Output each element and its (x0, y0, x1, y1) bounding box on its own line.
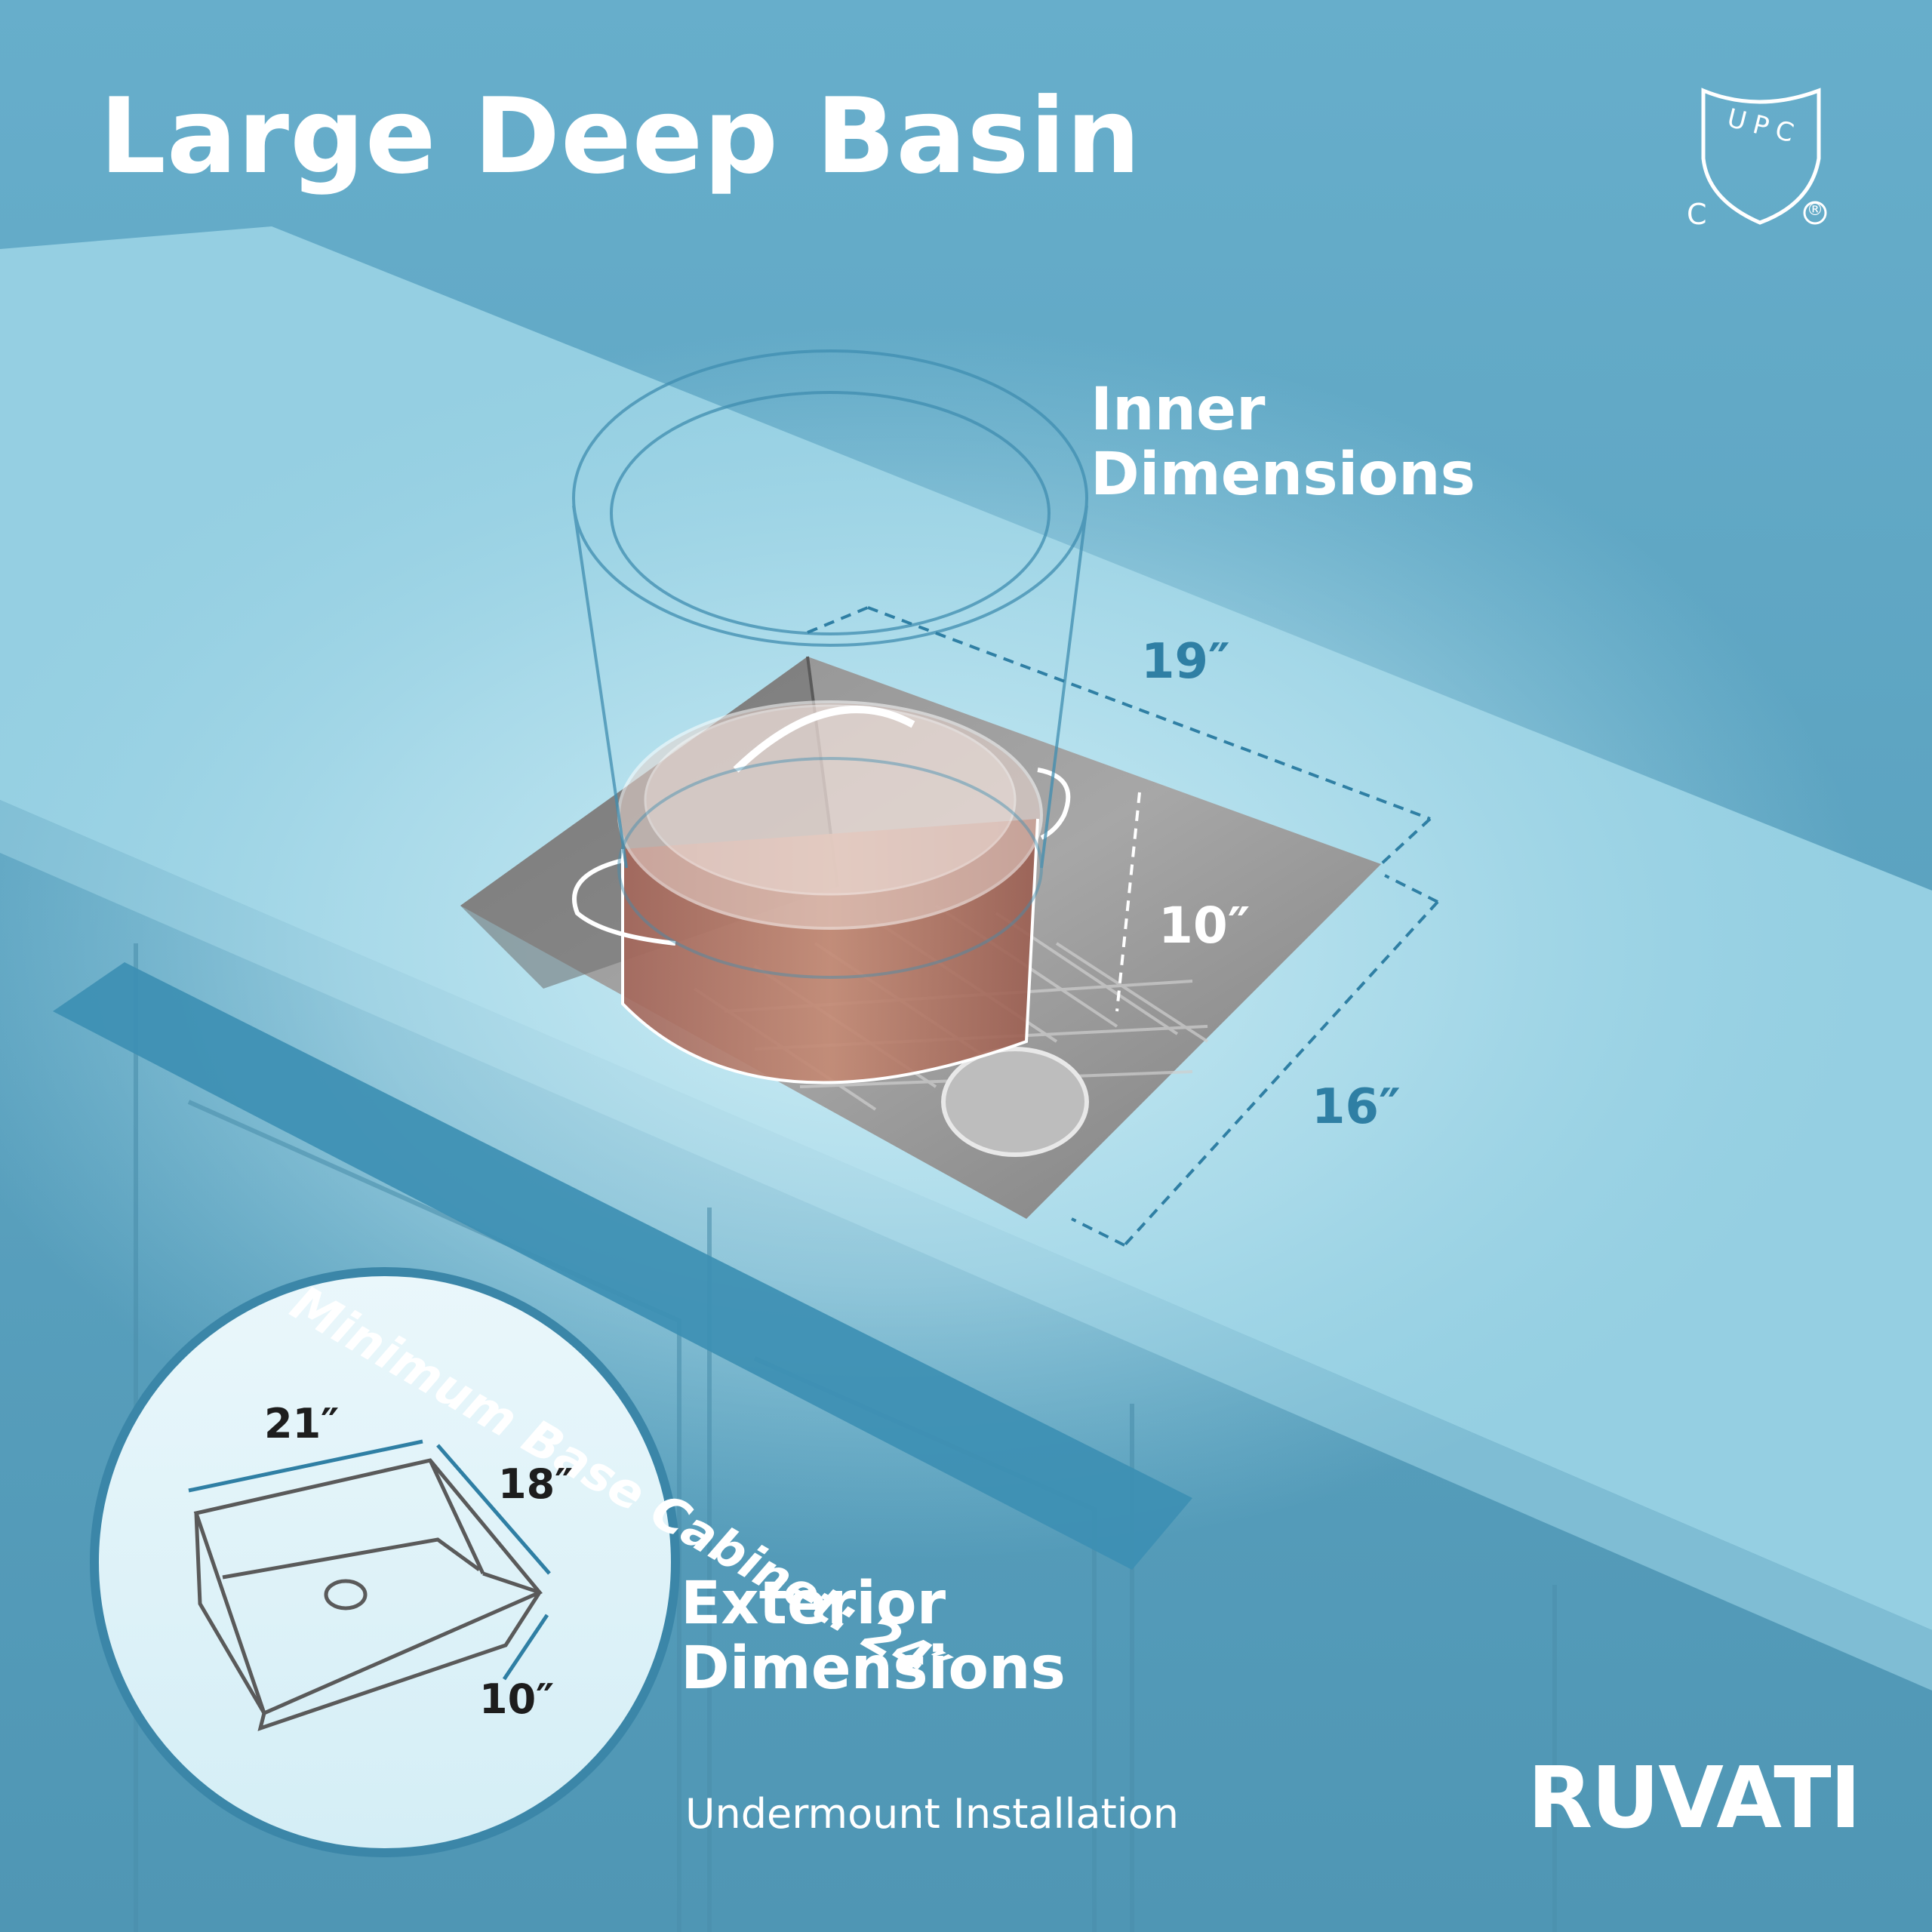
exterior-sink-outline (193, 1458, 543, 1731)
exterior-lens (90, 1267, 680, 1857)
inner-dimension-lines (807, 606, 1439, 1247)
volume-cylinder (572, 349, 1088, 979)
inner-width-dimension: 16″ (1312, 1079, 1401, 1135)
inner-label-line1: Inner (1091, 376, 1266, 444)
brand-logo: RUVATI (1527, 1749, 1861, 1847)
installation-type: Undermount Installation (685, 1790, 1180, 1838)
drain (941, 1047, 1089, 1157)
page-title: Large Deep Basin (100, 75, 1142, 197)
exterior-label-line2: Dimensions (681, 1635, 1066, 1703)
upc-shield-icon (1701, 88, 1821, 225)
upc-registered-mark: ® (1807, 201, 1823, 220)
exterior-label-line1: Exterior (681, 1570, 946, 1638)
exterior-dimensions-label: Exterior Dimensions (681, 1571, 1066, 1701)
exterior-length-dimension: 21″ (264, 1400, 340, 1447)
cabinet-banner (53, 962, 1192, 1570)
registered-mark-icon (1803, 201, 1827, 225)
inner-depth-dimension: 10″ (1158, 897, 1251, 955)
pot-illustration (572, 700, 1071, 1084)
inner-label-line2: Dimensions (1091, 441, 1475, 509)
upc-c-mark: C (1687, 198, 1707, 231)
exterior-depth-dimension: 10″ (479, 1675, 555, 1723)
inner-dimensions-label: Inner Dimensions (1091, 377, 1475, 507)
exterior-dimension-lines (188, 1439, 551, 1681)
exterior-width-dimension: 18″ (498, 1460, 574, 1508)
brand-registered-mark: ® (1835, 1800, 1855, 1823)
inner-length-dimension: 19″ (1141, 634, 1230, 690)
